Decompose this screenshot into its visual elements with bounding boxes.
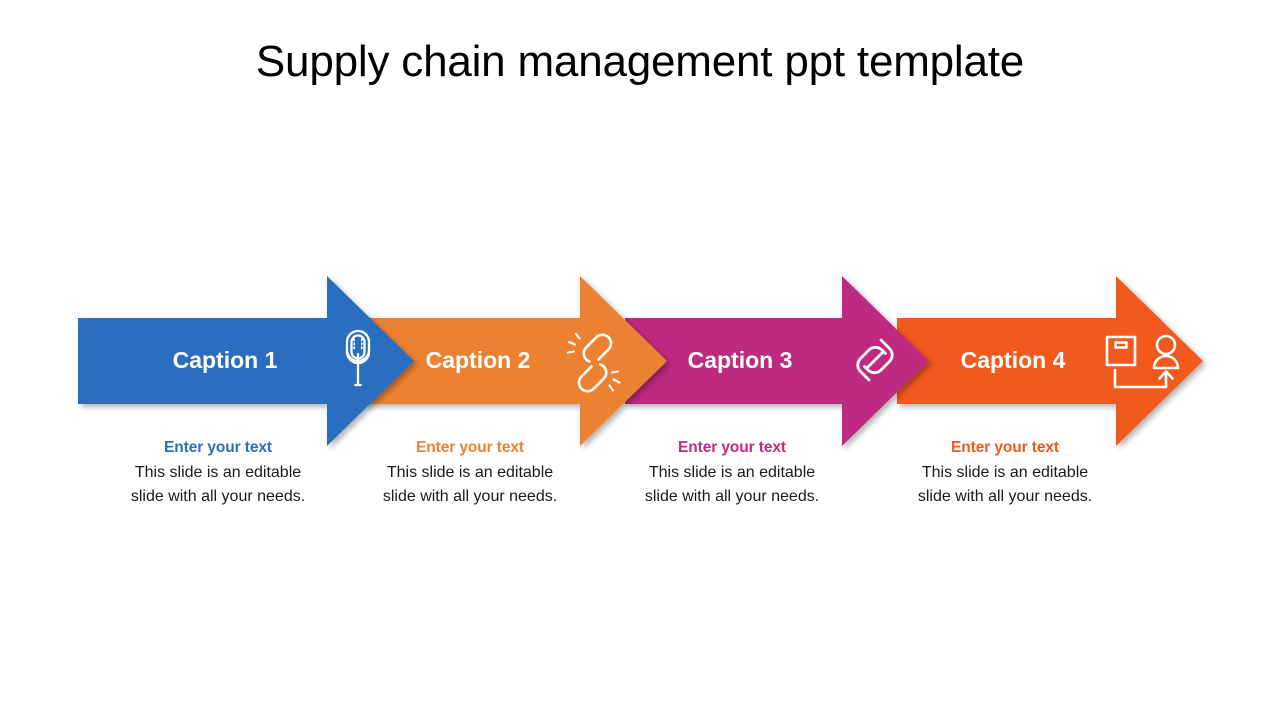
description-heading-1: Enter your text — [164, 439, 272, 456]
microphone-icon — [345, 329, 371, 387]
description-heading-2: Enter your text — [416, 439, 524, 456]
page-title: Supply chain management ppt template — [255, 37, 1025, 86]
description-body-4: This slide is an editable slide with all… — [917, 464, 1093, 505]
caption-step-2: Caption 2 — [425, 347, 531, 373]
description-body-2: This slide is an editable slide with all… — [382, 464, 558, 505]
description-heading-4: Enter your text — [951, 439, 1059, 456]
caption-step-1: Caption 1 — [172, 347, 278, 373]
package-delivery-to-person-icon — [1105, 334, 1180, 389]
caption-step-3: Caption 3 — [687, 347, 793, 373]
description-block-1: Enter your text This slide is an editabl… — [118, 438, 318, 508]
description-body-3: This slide is an editable slide with all… — [644, 464, 820, 505]
caption-step-4: Caption 4 — [960, 347, 1066, 373]
description-block-3: Enter your text This slide is an editabl… — [632, 438, 832, 508]
description-block-2: Enter your text This slide is an editabl… — [370, 438, 570, 508]
description-heading-3: Enter your text — [678, 439, 786, 456]
description-block-4: Enter your text This slide is an editabl… — [905, 438, 1105, 508]
chain-link-icon — [856, 338, 894, 382]
description-body-1: This slide is an editable slide with all… — [130, 464, 306, 505]
